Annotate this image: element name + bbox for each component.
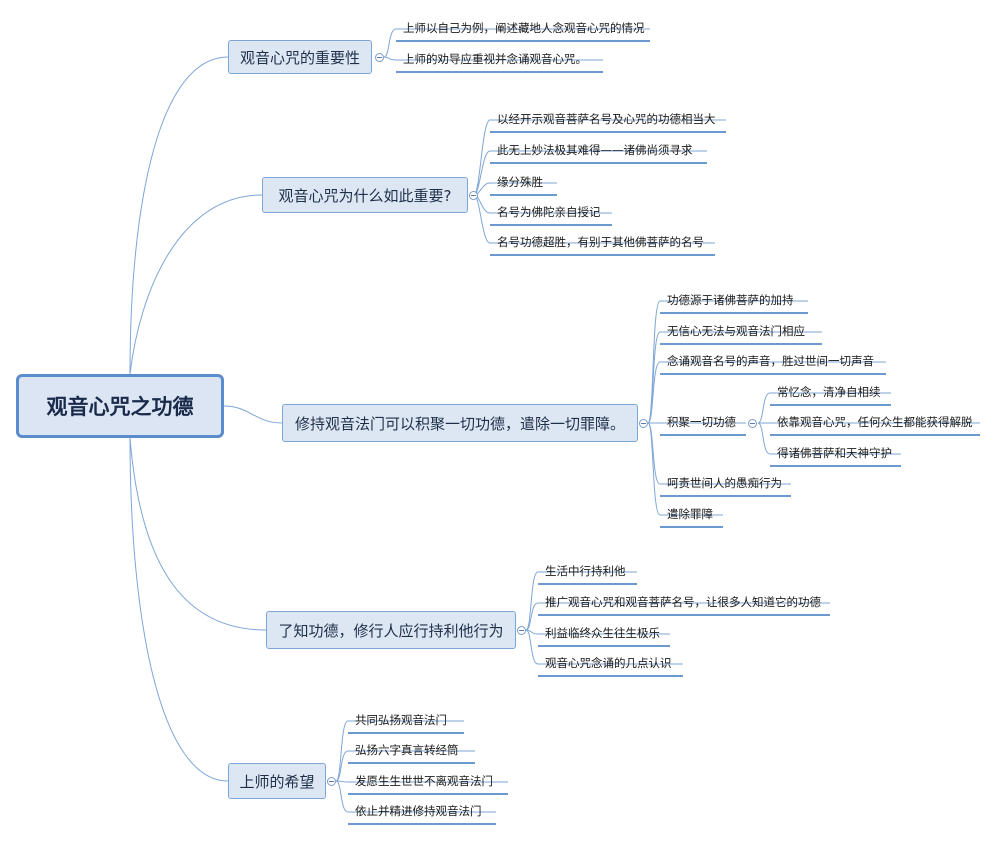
leaf-node[interactable]: 生活中行持利他 <box>538 561 637 585</box>
leaf-node[interactable]: 观音心咒念诵的几点认识 <box>538 653 683 677</box>
leaf-node-accumulate[interactable]: 积聚一切功德 <box>660 412 746 436</box>
root-topic[interactable]: 观音心咒之功德 <box>16 374 224 438</box>
leaf-node[interactable]: 共同弘扬观音法门 <box>348 710 464 734</box>
leaf-node[interactable]: 名号功德超胜，有别于其他佛菩萨的名号 <box>490 232 715 256</box>
collapse-toggle-icon[interactable] <box>639 419 648 428</box>
leaf-node[interactable]: 功德源于诸佛菩萨的加持 <box>660 290 808 314</box>
leaf-node[interactable]: 上师以自己为例，阐述藏地人念观音心咒的情况 <box>396 18 650 42</box>
leaf-node[interactable]: 推广观音心咒和观音菩萨名号，让很多人知道它的功德 <box>538 592 830 616</box>
leaf-node[interactable]: 弘扬六字真言转经筒 <box>348 740 475 764</box>
branch-accumulate-merit[interactable]: 修持观音法门可以积聚一切功德，遣除一切罪障。 <box>282 404 638 442</box>
leaf-node[interactable]: 呵责世间人的愚痴行为 <box>660 473 791 497</box>
sub-leaf-node[interactable]: 常忆念，清净自相续 <box>770 382 891 406</box>
leaf-node[interactable]: 名号为佛陀亲自授记 <box>490 202 612 226</box>
leaf-node[interactable]: 无信心无法与观音法门相应 <box>660 321 822 345</box>
collapse-toggle-icon[interactable] <box>327 777 336 786</box>
leaf-node[interactable]: 以经开示观音菩萨名号及心咒的功德相当大 <box>490 109 726 133</box>
leaf-node[interactable]: 依止并精进修持观音法门 <box>348 801 496 825</box>
leaf-node[interactable]: 念诵观音名号的声音，胜过世间一切声音 <box>660 351 886 375</box>
branch-why-important[interactable]: 观音心咒为什么如此重要? <box>262 177 468 213</box>
leaf-node[interactable]: 此无上妙法极其难得——诸佛尚须寻求 <box>490 140 707 164</box>
branch-importance[interactable]: 观音心咒的重要性 <box>228 40 372 74</box>
collapse-toggle-icon[interactable] <box>469 191 478 200</box>
leaf-node[interactable]: 遣除罪障 <box>660 504 723 528</box>
leaf-node[interactable]: 发愿生生世世不离观音法门 <box>348 771 508 795</box>
collapse-toggle-icon[interactable] <box>748 419 757 428</box>
sub-leaf-node[interactable]: 得诸佛菩萨和天神守护 <box>770 443 901 467</box>
branch-altruism[interactable]: 了知功德，修行人应行持利他行为 <box>266 611 516 649</box>
sub-leaf-node[interactable]: 依靠观音心咒，任何众生都能获得解脱 <box>770 412 980 436</box>
collapse-toggle-icon[interactable] <box>517 626 526 635</box>
leaf-node[interactable]: 上师的劝导应重视并念诵观音心咒。 <box>396 49 603 73</box>
branch-teacher-hope[interactable]: 上师的希望 <box>228 763 326 799</box>
leaf-node[interactable]: 利益临终众生往生极乐 <box>538 623 670 647</box>
collapse-toggle-icon[interactable] <box>375 53 384 62</box>
leaf-node[interactable]: 缘分殊胜 <box>490 172 557 196</box>
